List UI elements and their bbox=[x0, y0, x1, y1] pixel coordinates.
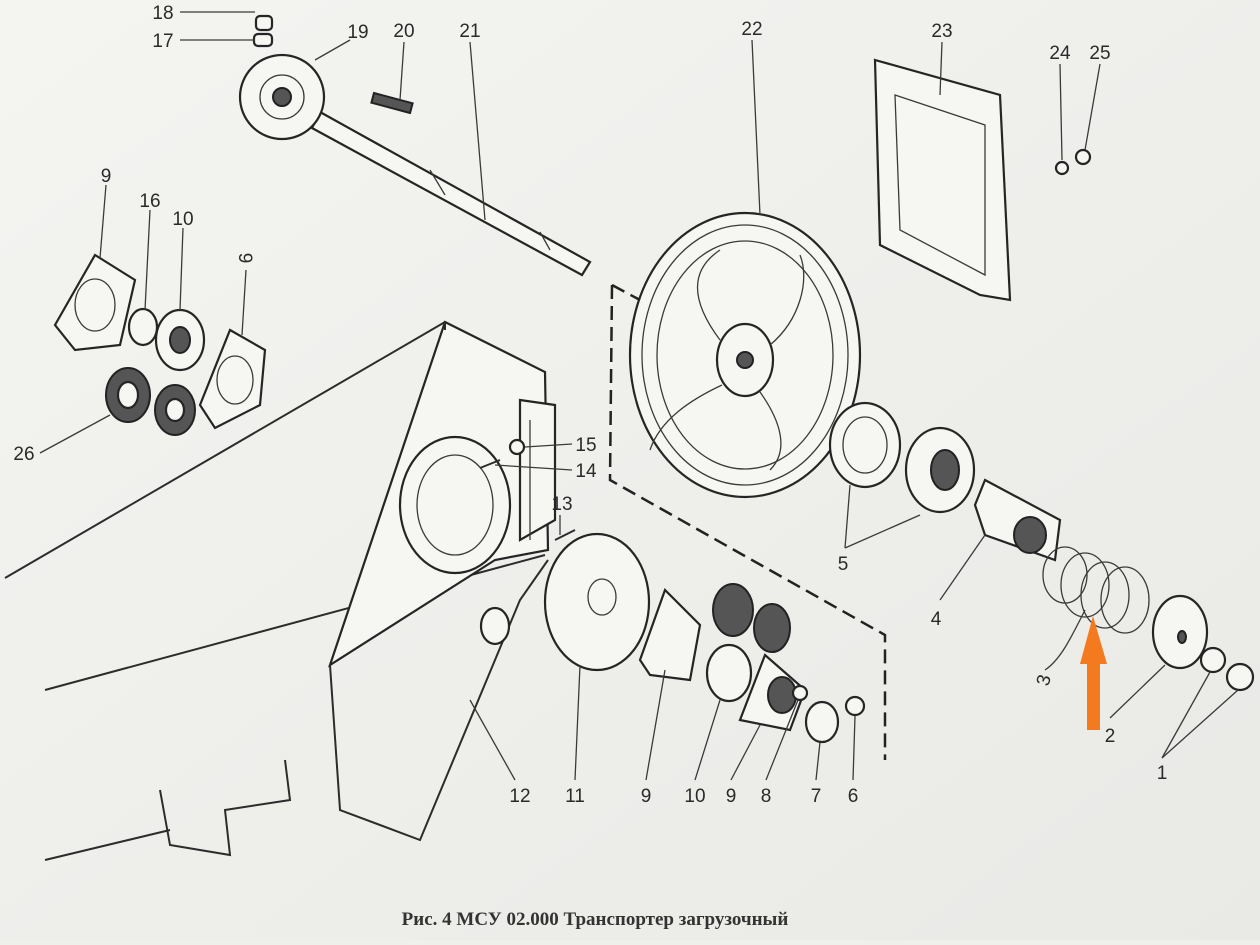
assembly-boundary bbox=[608, 283, 887, 760]
housing-part-12 bbox=[4, 320, 557, 861]
label-11: 11 bbox=[565, 786, 585, 807]
label-5: 5 bbox=[838, 554, 849, 575]
clutch-parts-5-4 bbox=[828, 401, 1062, 562]
label-3: 3 bbox=[1033, 673, 1056, 689]
left-bearing-group bbox=[53, 253, 267, 436]
label-26: 26 bbox=[13, 444, 34, 465]
label-6: 6 bbox=[848, 786, 859, 807]
figure-caption: Рис. 4 МСУ 02.000 Транспортер загрузочны… bbox=[402, 909, 789, 930]
label-9-rotated: 9 bbox=[234, 253, 255, 264]
nuts-parts-24-25 bbox=[1054, 148, 1092, 176]
spring-part-3 bbox=[1042, 546, 1150, 634]
label-15: 15 bbox=[575, 435, 596, 456]
label-24: 24 bbox=[1049, 43, 1071, 64]
nuts-part-1 bbox=[1199, 646, 1255, 692]
label-7: 7 bbox=[811, 786, 822, 807]
label-23: 23 bbox=[931, 21, 952, 42]
label-10-bottom: 10 bbox=[684, 786, 705, 807]
label-17: 17 bbox=[152, 31, 173, 52]
shaft-part-21 bbox=[310, 91, 592, 277]
leader-lines bbox=[39, 11, 1239, 781]
label-9-bottom-a: 9 bbox=[641, 786, 652, 807]
sprocket-part-19 bbox=[238, 14, 326, 141]
label-14: 14 bbox=[575, 461, 597, 482]
label-18: 18 bbox=[152, 3, 173, 24]
washer-part-2 bbox=[1151, 594, 1209, 670]
label-10-left: 10 bbox=[172, 209, 193, 230]
label-25: 25 bbox=[1089, 43, 1110, 64]
lower-parts-11-6 bbox=[479, 438, 866, 744]
label-1: 1 bbox=[1157, 763, 1168, 784]
label-9-left: 9 bbox=[101, 166, 112, 187]
label-13: 13 bbox=[551, 494, 572, 515]
label-16: 16 bbox=[139, 191, 160, 212]
cover-part-23 bbox=[873, 58, 1012, 302]
label-20: 20 bbox=[393, 21, 414, 42]
orange-arrow-annotation bbox=[1080, 616, 1107, 730]
pulley-part-22 bbox=[628, 211, 862, 499]
label-22: 22 bbox=[741, 19, 762, 40]
label-9-bottom-b: 9 bbox=[726, 786, 737, 807]
label-8: 8 bbox=[761, 786, 772, 807]
label-19: 19 bbox=[347, 22, 368, 43]
label-21: 21 bbox=[459, 21, 480, 42]
label-4: 4 bbox=[931, 609, 942, 630]
label-12: 12 bbox=[509, 786, 530, 807]
label-2: 2 bbox=[1105, 726, 1116, 747]
